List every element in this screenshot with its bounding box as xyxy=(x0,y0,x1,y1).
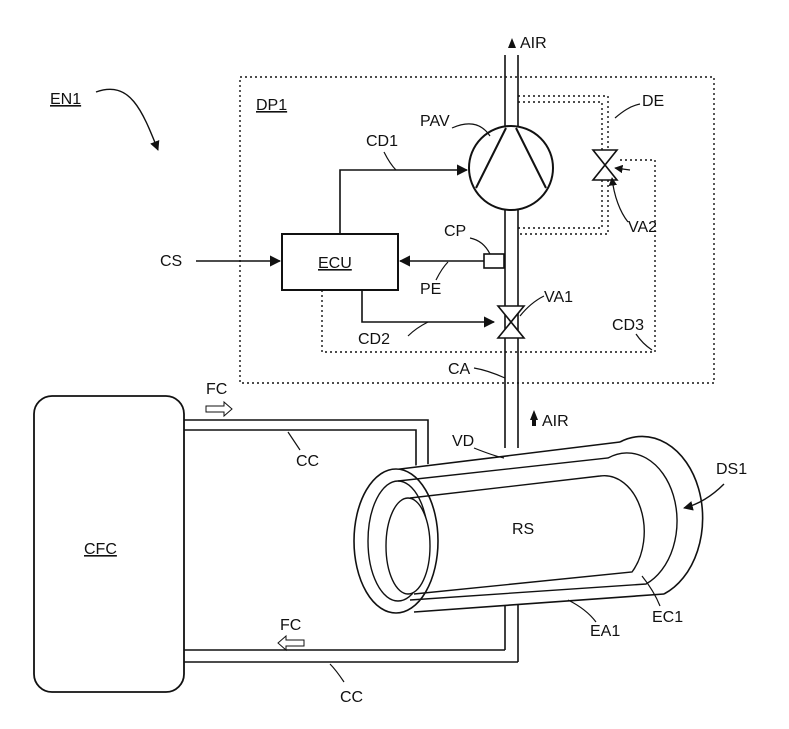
air-label-top: AIR xyxy=(520,35,547,52)
air-arrow-top-icon xyxy=(508,38,516,48)
air-label-mid: AIR xyxy=(542,413,569,430)
va1-label: VA1 xyxy=(544,289,573,306)
vd-label: VD xyxy=(452,433,474,450)
va1-valve-icon xyxy=(498,306,524,338)
cp-sensor-box xyxy=(484,254,504,268)
fc-label-top: FC xyxy=(206,381,227,398)
air-arrow-mid-icon xyxy=(530,410,538,420)
rs-label: RS xyxy=(512,521,534,538)
en1-pointer-arrow xyxy=(96,89,158,150)
pe-label: PE xyxy=(420,281,441,298)
cfc-label: CFC xyxy=(84,541,117,558)
cs-label: CS xyxy=(160,253,182,270)
ecu-label: ECU xyxy=(318,255,352,272)
fc-label-bottom: FC xyxy=(280,617,301,634)
dp1-label: DP1 xyxy=(256,97,287,114)
en1-label: EN1 xyxy=(50,91,81,108)
va2-label: VA2 xyxy=(628,219,657,236)
pav-pump-icon xyxy=(469,126,553,210)
ec1-label: EC1 xyxy=(652,609,683,626)
cc-label-bottom: CC xyxy=(340,689,363,706)
cc-label-top: CC xyxy=(296,453,319,470)
va2-valve-icon xyxy=(593,150,617,180)
ea1-label: EA1 xyxy=(590,623,620,640)
de-label: DE xyxy=(642,93,664,110)
pav-label: PAV xyxy=(420,113,450,130)
fc-flow-arrow-bottom-icon xyxy=(278,636,304,650)
cd3-label: CD3 xyxy=(612,317,644,334)
ds1-label: DS1 xyxy=(716,461,747,478)
fc-flow-arrow-top-icon xyxy=(206,402,232,416)
cp-label: CP xyxy=(444,223,466,240)
ca-label: CA xyxy=(448,361,471,378)
cd1-label: CD1 xyxy=(366,133,398,150)
cd2-label: CD2 xyxy=(358,331,390,348)
